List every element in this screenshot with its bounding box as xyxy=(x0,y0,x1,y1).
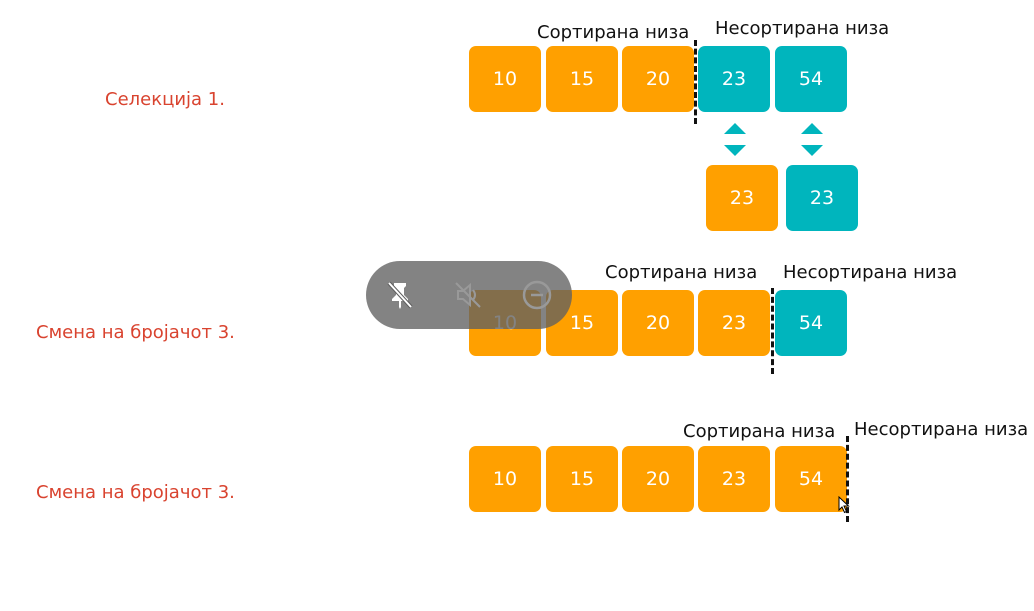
unpin-icon[interactable] xyxy=(380,275,420,315)
swap-box: 23 xyxy=(706,165,778,231)
array-box: 20 xyxy=(622,446,694,512)
swap-arrow-up-icon xyxy=(724,123,746,134)
unsorted-label-1: Несортирана низа xyxy=(715,18,890,39)
array-box: 54 xyxy=(775,446,847,512)
swap-arrow-down-icon xyxy=(724,145,746,156)
sorted-divider xyxy=(771,288,774,374)
step-label-2: Смена на бројачот 3. xyxy=(36,322,235,343)
sorted-label-1: Сортирана низа xyxy=(537,22,690,43)
sorted-divider xyxy=(694,40,697,124)
mouse-cursor-icon xyxy=(838,495,850,519)
minus-circle-icon[interactable] xyxy=(517,275,557,315)
swap-arrow-down-icon xyxy=(801,145,823,156)
sorted-label-2: Сортирана низа xyxy=(605,262,758,283)
sorted-label-3: Сортирана низа xyxy=(683,421,836,442)
array-box: 10 xyxy=(469,46,541,112)
sorted-divider xyxy=(846,436,849,522)
array-box: 54 xyxy=(775,46,847,112)
array-box: 15 xyxy=(546,446,618,512)
unsorted-label-3: Несортирана низа xyxy=(854,419,1029,440)
step-label-3: Смена на бројачот 3. xyxy=(36,482,235,503)
step-label-1: Селекција 1. xyxy=(105,89,225,110)
array-box: 54 xyxy=(775,290,847,356)
swap-box: 23 xyxy=(786,165,858,231)
unsorted-label-2: Несортирана низа xyxy=(783,262,958,283)
array-box: 23 xyxy=(698,46,770,112)
array-box: 23 xyxy=(698,446,770,512)
mute-icon[interactable] xyxy=(448,275,488,315)
array-box: 20 xyxy=(622,290,694,356)
swap-arrow-up-icon xyxy=(801,123,823,134)
array-box: 23 xyxy=(698,290,770,356)
array-box: 10 xyxy=(469,446,541,512)
array-box: 15 xyxy=(546,46,618,112)
array-box: 20 xyxy=(622,46,694,112)
video-overlay-controls xyxy=(366,261,572,329)
